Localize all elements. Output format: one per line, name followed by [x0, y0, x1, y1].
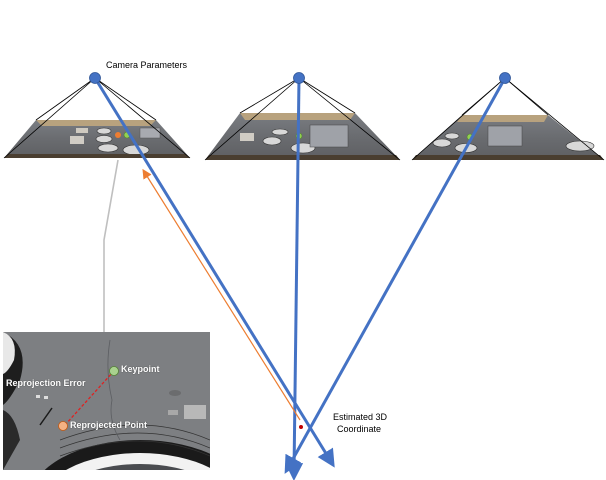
reprojection-error-line [64, 371, 114, 426]
inset-keypoint [109, 366, 119, 376]
camera-1-center [89, 72, 101, 84]
keypoint-label: Keypoint [121, 364, 160, 374]
reprojection-arrow [142, 168, 301, 421]
coordinate-label: Coordinate [337, 424, 382, 434]
reprojection-error-label: Reprojection Error [6, 378, 86, 388]
reprojected-point-label: Reprojected Point [70, 420, 148, 430]
ray-camera-3 [284, 77, 507, 474]
ray-camera-1 [93, 77, 335, 468]
camera-3-center [499, 72, 511, 84]
estimated-3d-point [299, 425, 303, 429]
estimated-3d-label: Estimated 3D [333, 412, 388, 422]
camera-parameters-label: Camera Parameters [106, 60, 188, 70]
inset-reprojected-point [58, 421, 68, 431]
camera-3-frustum [411, 77, 605, 161]
camera-2-frustum [204, 77, 401, 161]
reprojected-point-marker [115, 132, 121, 138]
ray-camera-2 [285, 77, 304, 480]
inset-image [3, 332, 210, 470]
camera-2-center [293, 72, 305, 84]
camera-1-frustum [3, 77, 191, 159]
leader-line [103, 159, 119, 332]
